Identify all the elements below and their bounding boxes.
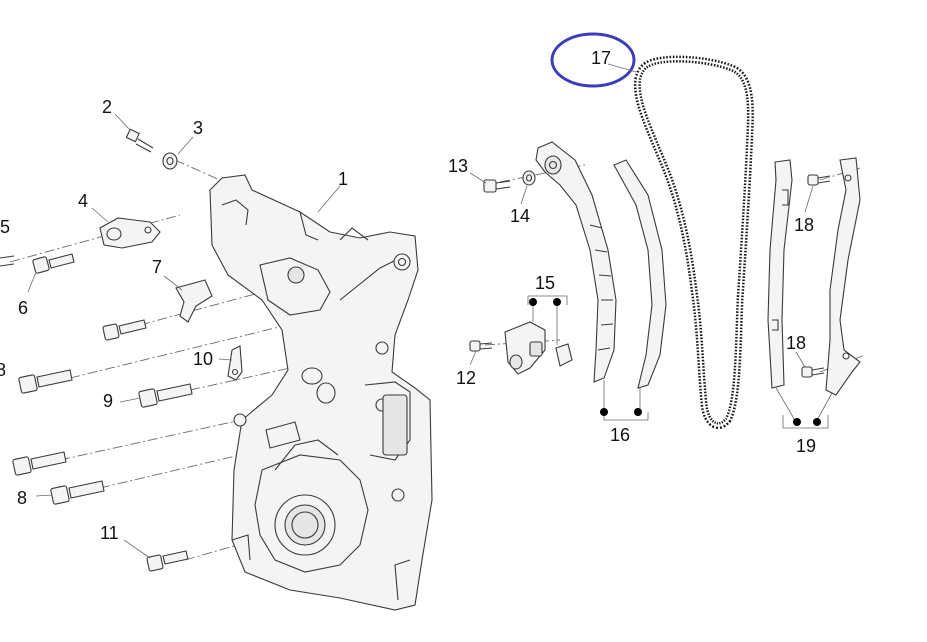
callout-dot-15-right bbox=[553, 298, 561, 306]
timing-cover-part-1 bbox=[209, 174, 433, 611]
callout-dot-16-left bbox=[600, 408, 608, 416]
label-part-17: 17 bbox=[591, 48, 611, 68]
bolt-part-2 bbox=[125, 128, 154, 153]
callout-dot-16-right bbox=[634, 408, 642, 416]
label-part-14: 14 bbox=[510, 206, 530, 226]
bolt-part-8-upper bbox=[18, 369, 73, 394]
guide-rail-part-19-left bbox=[767, 159, 793, 389]
chain-guide-part-16 bbox=[613, 159, 667, 389]
chain-components bbox=[469, 141, 861, 396]
bracket-part-10 bbox=[227, 345, 243, 381]
bolt-part-18-upper bbox=[807, 174, 831, 186]
label-part-10: 10 bbox=[193, 349, 213, 369]
label-part-5: 5 bbox=[0, 217, 10, 237]
left-fasteners bbox=[0, 128, 243, 572]
callout-dot-19-left bbox=[793, 418, 801, 426]
bolt-part-12 bbox=[469, 340, 493, 352]
timing-chain-part-17 bbox=[633, 55, 754, 429]
bolt-part-9 bbox=[138, 383, 193, 408]
washer-part-14 bbox=[522, 170, 536, 186]
label-part-4: 4 bbox=[78, 191, 88, 211]
callout-dots bbox=[529, 298, 821, 426]
bolt-part-13 bbox=[483, 179, 511, 193]
label-part-18-upper: 18 bbox=[794, 215, 814, 235]
part-number-labels: 1 2 3 4 5 6 7 8 8 9 10 11 12 13 14 15 16… bbox=[0, 48, 816, 543]
tensioner-part-15 bbox=[504, 321, 573, 375]
bolt-part-11 bbox=[146, 550, 189, 572]
label-part-11: 11 bbox=[100, 523, 119, 543]
label-part-19: 19 bbox=[796, 436, 816, 456]
label-part-15: 15 bbox=[535, 273, 555, 293]
tensioner-arm-part-16 bbox=[535, 141, 617, 383]
label-part-1: 1 bbox=[338, 169, 348, 189]
bolt-part-8-lower bbox=[50, 480, 105, 505]
label-part-7: 7 bbox=[152, 257, 162, 277]
label-part-12: 12 bbox=[456, 368, 476, 388]
label-part-18-lower: 18 bbox=[786, 333, 806, 353]
label-part-6: 6 bbox=[18, 298, 28, 318]
label-part-16: 16 bbox=[610, 425, 630, 445]
callout-dot-19-right bbox=[813, 418, 821, 426]
bolt-unlabeled bbox=[102, 319, 147, 341]
bolt-part-5 bbox=[0, 255, 15, 267]
bolt-part-6 bbox=[32, 253, 75, 274]
clip-part-7 bbox=[175, 279, 213, 323]
label-part-8-upper: 8 bbox=[0, 360, 6, 380]
bracket-part-4 bbox=[99, 217, 161, 249]
label-part-9: 9 bbox=[103, 391, 113, 411]
label-part-8-lower: 8 bbox=[17, 488, 27, 508]
selection-highlight-ellipse bbox=[550, 32, 636, 88]
washer-part-3 bbox=[162, 152, 178, 170]
guide-rail-part-19-right bbox=[825, 157, 861, 396]
label-part-2: 2 bbox=[102, 97, 112, 117]
label-part-3: 3 bbox=[193, 118, 203, 138]
bolt-part-18-lower bbox=[801, 366, 825, 378]
bolt-unlabeled-lower bbox=[12, 451, 67, 476]
label-part-13: 13 bbox=[448, 156, 468, 176]
callout-dot-15-left bbox=[529, 298, 537, 306]
